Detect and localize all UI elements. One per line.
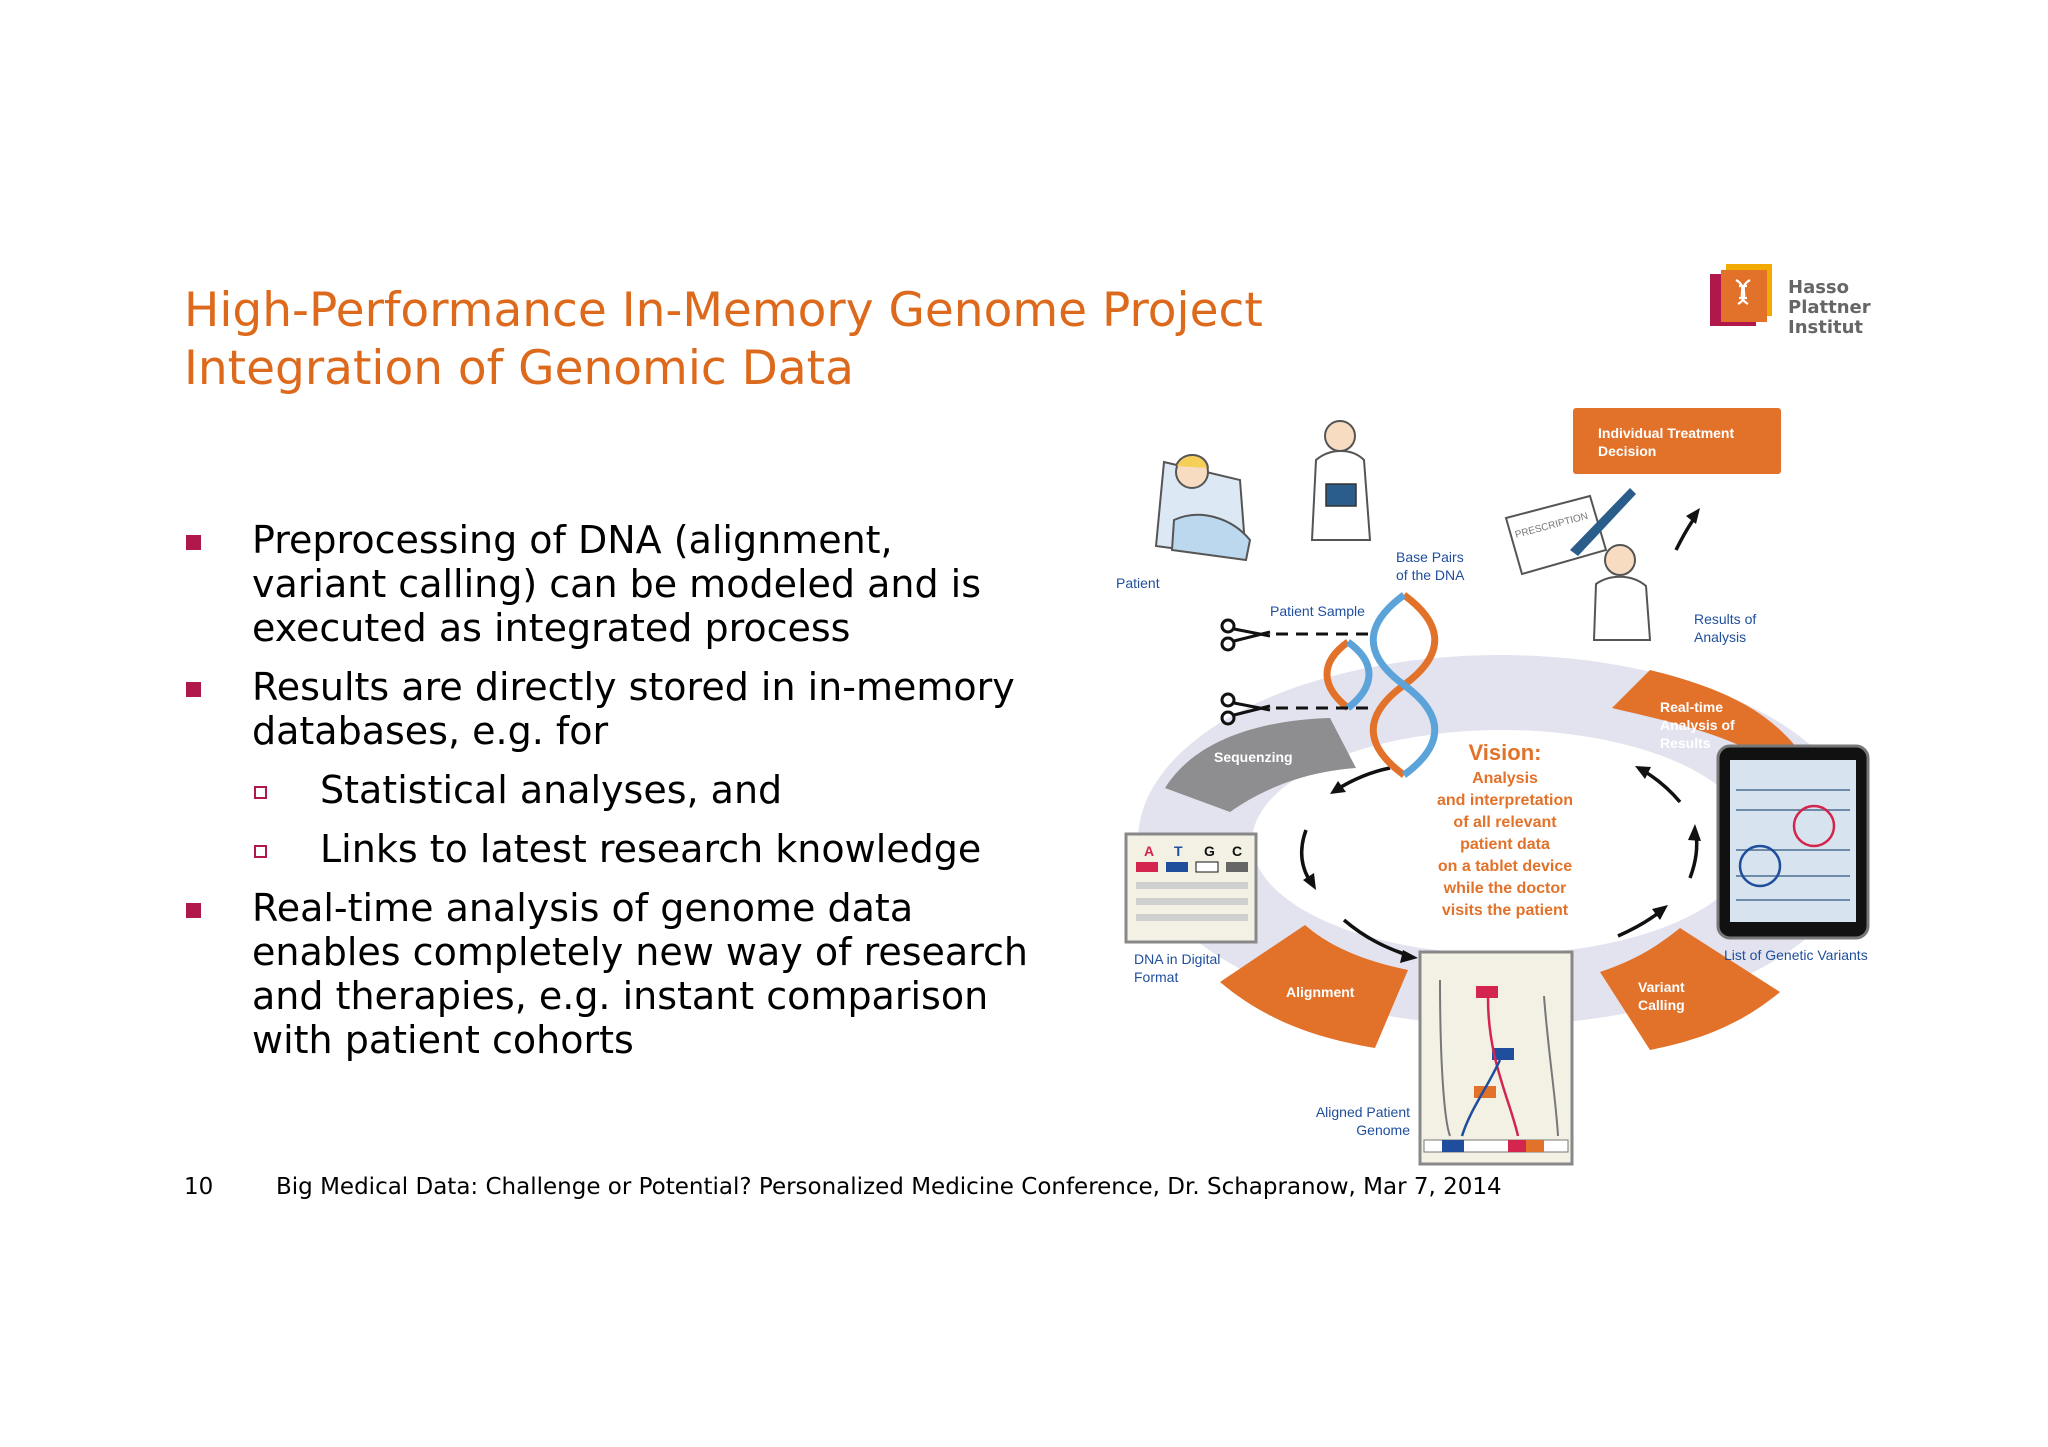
dna-helix-illustration xyxy=(1323,592,1439,778)
bullet-line: enables completely new way of research xyxy=(252,930,1028,974)
label-results-2: Analysis xyxy=(1694,629,1746,645)
bullet-square-icon xyxy=(186,682,201,697)
vision-line: while the doctor xyxy=(1443,880,1567,897)
label-aligned-2: Genome xyxy=(1356,1122,1410,1138)
sub-bullet-item: Statistical analyses, and xyxy=(184,768,1064,812)
bullet-line: Real-time analysis of genome data xyxy=(252,886,914,930)
footer-text: Big Medical Data: Challenge or Potential… xyxy=(276,1174,1502,1200)
bullet-list: Preprocessing of DNA (alignment, variant… xyxy=(184,518,1064,1077)
sub-bullet-square-icon xyxy=(254,845,267,858)
bullet-line: and therapies, e.g. instant comparison xyxy=(252,974,989,1018)
bullet-line: databases, e.g. for xyxy=(252,709,609,753)
treatment-decision-box xyxy=(1573,408,1781,474)
base-t: T xyxy=(1174,843,1183,859)
tablet-illustration xyxy=(1716,744,1870,940)
label-realtime-1: Real-time xyxy=(1660,699,1723,715)
label-base-pairs-1: Base Pairs xyxy=(1396,549,1464,565)
bullet-line: executed as integrated process xyxy=(252,606,851,650)
label-dna-digital-2: Format xyxy=(1134,969,1178,985)
hpi-logo xyxy=(1710,264,1772,326)
vision-line: patient data xyxy=(1460,836,1550,853)
sub-bullet-line: Links to latest research knowledge xyxy=(320,827,982,871)
bullet-line: with patient cohorts xyxy=(252,1018,634,1062)
label-list-variants: List of Genetic Variants xyxy=(1724,947,1868,963)
bullet-line: Preprocessing of DNA (alignment, xyxy=(252,518,893,562)
doctor-illustration xyxy=(1310,420,1372,541)
logo-line-2: Plattner xyxy=(1788,297,1871,318)
variant-calling-segment xyxy=(1600,928,1780,1050)
treatment-line-1: Individual Treatment xyxy=(1598,425,1734,441)
doctor-prescription-illustration: PRESCRIPTION xyxy=(1504,488,1652,641)
bullet-item: Preprocessing of DNA (alignment, variant… xyxy=(184,518,1064,650)
vision-title: Vision: xyxy=(1469,740,1542,765)
label-aligned-1: Aligned Patient xyxy=(1316,1104,1410,1120)
bullet-line: Results are directly stored in in-memory xyxy=(252,665,1015,709)
patient-illustration xyxy=(1154,454,1252,562)
label-alignment: Alignment xyxy=(1286,984,1355,1000)
label-sequenzing: Sequenzing xyxy=(1214,749,1293,765)
scissors-icon xyxy=(1220,618,1376,726)
bullet-item: Results are directly stored in in-memory… xyxy=(184,665,1064,753)
sub-bullet-line: Statistical analyses, and xyxy=(320,768,783,812)
vision-line: of all relevant xyxy=(1453,814,1557,831)
bullet-line: variant calling) can be modeled and is xyxy=(252,562,982,606)
base-c: C xyxy=(1232,843,1242,859)
label-variant-calling-2: Calling xyxy=(1638,997,1685,1013)
dna-digital-card: A T G C xyxy=(1124,832,1258,944)
base-a: A xyxy=(1144,843,1154,859)
vision-line: and interpretation xyxy=(1437,792,1573,809)
label-results-1: Results of xyxy=(1694,611,1756,627)
vision-line: on a tablet device xyxy=(1438,858,1572,875)
sub-bullet-item: Links to latest research knowledge xyxy=(184,827,1064,871)
vision-line: Analysis xyxy=(1472,770,1538,787)
label-dna-digital-1: DNA in Digital xyxy=(1134,951,1220,967)
title-line-1: High-Performance In-Memory Genome Projec… xyxy=(184,283,1263,338)
slide-title: High-Performance In-Memory Genome Projec… xyxy=(184,282,1263,398)
sequenzing-segment xyxy=(1165,718,1356,812)
label-patient: Patient xyxy=(1116,575,1160,591)
cycle-arrows xyxy=(1299,508,1701,963)
title-line-2: Integration of Genomic Data xyxy=(184,341,854,396)
base-g: G xyxy=(1204,843,1215,859)
sub-bullet-square-icon xyxy=(254,786,267,799)
bullet-square-icon xyxy=(186,535,201,550)
bullet-item: Real-time analysis of genome data enable… xyxy=(184,886,1064,1062)
vision-line: visits the patient xyxy=(1442,902,1569,919)
label-patient-sample: Patient Sample xyxy=(1270,603,1365,619)
bullet-square-icon xyxy=(186,903,201,918)
page-number: 10 xyxy=(184,1174,214,1200)
cycle-center xyxy=(1252,730,1752,954)
aligned-genome-card xyxy=(1418,950,1574,1166)
genome-cycle-diagram: Sequenzing Alignment Variant Calling Rea… xyxy=(1116,408,1870,1166)
treatment-line-2: Decision xyxy=(1598,443,1656,459)
logo-line-3: Institut xyxy=(1788,317,1864,338)
logo-text: Hasso Plattner Institut xyxy=(1788,278,1871,338)
label-base-pairs-2: of the DNA xyxy=(1396,567,1465,583)
label-variant-calling-1: Variant xyxy=(1638,979,1685,995)
label-realtime-2: Analysis of xyxy=(1660,717,1735,733)
label-realtime-3: Results xyxy=(1660,735,1711,751)
alignment-segment xyxy=(1220,925,1408,1048)
logo-line-1: Hasso xyxy=(1788,277,1850,298)
